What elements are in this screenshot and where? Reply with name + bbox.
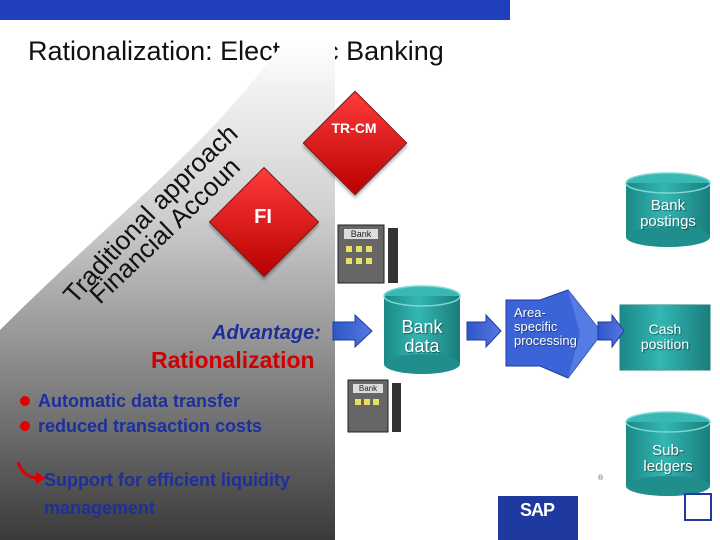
corner-square-icon [684, 493, 712, 521]
bullet-dot-1 [20, 396, 30, 406]
bank-data-cylinder [383, 285, 461, 374]
return-arrow-icon [16, 461, 46, 484]
sap-logo-text: SAP [520, 500, 555, 520]
area-specific-label-line1: Area- [514, 305, 546, 320]
svg-text:Bank: Bank [359, 384, 378, 393]
bullet-dot-2 [20, 421, 30, 431]
small-blue-arrow-bankdata [466, 313, 502, 349]
area-specific-label-line3: processing [514, 333, 577, 349]
bullet-text-2: reduced transaction costs [38, 416, 263, 436]
area-specific-arrow-shape [505, 289, 603, 379]
support-label-line2: management [44, 498, 156, 518]
top-blue-bar [0, 0, 510, 20]
bullet-text-1: Automatic data transfer [38, 391, 241, 411]
sap-logo [498, 496, 578, 540]
tr-cm-label: TR-CM [331, 120, 377, 136]
cash-position-box [619, 304, 711, 371]
bank-postings-label-line1: Bank [650, 197, 686, 214]
bank-postings-cylinder [625, 172, 711, 247]
support-label-line1: Support for efficient liquidity [44, 470, 290, 490]
svg-text:Bank: Bank [351, 229, 372, 239]
sub-ledgers-cylinder [625, 411, 711, 496]
slide-title: Rationalization: Electronic Banking [28, 36, 444, 66]
small-blue-arrow-cash [597, 313, 625, 349]
sub-ledgers-label: Sub- ledgers [626, 442, 710, 476]
sub-ledgers-label-line1: Sub- [652, 442, 684, 459]
bank-data-label: Bank data [384, 317, 460, 357]
tiny-mark: ® [598, 474, 604, 482]
bank-data-label-line1: Bank [401, 317, 443, 337]
area-specific-label-line2: specific [514, 319, 558, 335]
fi-label: FI [254, 206, 272, 228]
bank-building-icon-lower: Bank [347, 379, 401, 433]
bank-data-label-line2: data [404, 336, 440, 357]
area-specific-label: Area- specific processing [506, 305, 604, 349]
cash-position-label-line2: position [640, 336, 690, 353]
sub-ledgers-label-line2: ledgers [643, 458, 693, 476]
gray-sweep-band [0, 40, 335, 540]
advantage-label: Advantage: [212, 322, 321, 344]
small-blue-arrow-advantage [332, 313, 373, 349]
cash-position-label-line1: Cash [648, 321, 682, 337]
bank-building-icon-upper: Bank [337, 224, 398, 284]
bank-postings-label: Bank postings [626, 197, 710, 231]
bank-postings-label-line2: postings [640, 213, 696, 231]
rationalization-label: Rationalization [151, 347, 315, 373]
cash-position-label: Cash position [620, 321, 710, 353]
